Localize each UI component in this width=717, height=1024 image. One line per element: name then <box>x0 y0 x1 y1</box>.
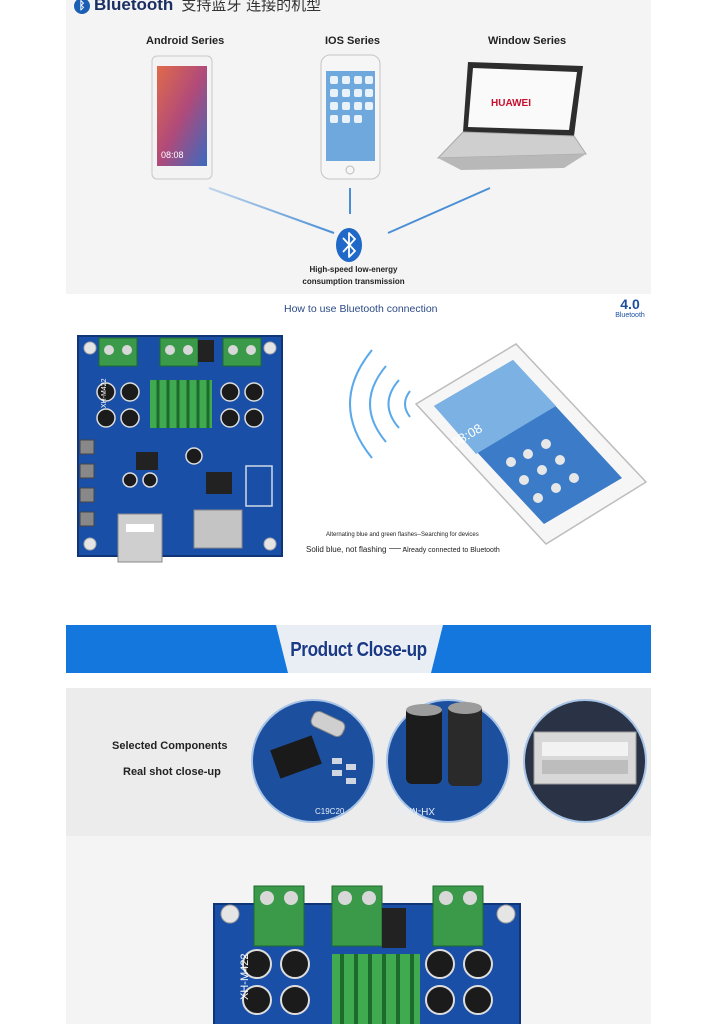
bluetooth-version: 4.0 <box>620 296 640 312</box>
transmission-caption: High-speed low-energy consumption transm… <box>302 265 405 286</box>
devices-illustration: 08:08 HUAWEI <box>151 54 587 262</box>
bluetooth-heading-cn: 支持蓝牙 连接的机型 <box>181 0 322 14</box>
connection-ray-left <box>208 187 335 234</box>
howto-title: How to use Bluetooth connection <box>284 303 438 315</box>
wireless-waves <box>349 349 411 459</box>
iphone-image <box>320 54 381 180</box>
led-note-solid-state: Solid blue, not flashing <box>306 545 387 554</box>
android-screen-time: 08:08 <box>161 150 184 160</box>
chip-closeup-image: C19C20 <box>251 699 375 823</box>
capacitor-silkscreen: XH-M422 <box>392 805 435 816</box>
board-model-label: XH-M422 <box>101 378 108 408</box>
bluetooth-badge-icon: ᛒ <box>74 0 90 14</box>
amplifier-board-large-image: XH-M422 <box>213 885 521 1024</box>
connection-ray-right <box>387 187 491 234</box>
device-label-windows: Window Series <box>488 35 567 47</box>
led-note-solid: Solid blue, not flashing Already connecte… <box>306 545 500 554</box>
howto-section: How to use Bluetooth connection 4.0 Blue… <box>66 294 651 624</box>
closeup-section: Selected Components Real shot close-up C… <box>66 688 651 836</box>
huawei-logo-text: HUAWEI <box>491 98 531 109</box>
led-note-connected: Already connected to Bluetooth <box>402 547 500 554</box>
device-label-android: Android Series <box>146 35 225 47</box>
led-note-searching: Alternating blue and green flashes--Sear… <box>326 532 479 538</box>
bluetooth-version-sub: Bluetooth <box>615 312 645 319</box>
chip-silkscreen: C19C20 <box>315 807 345 816</box>
board-photo-section: XH-M422 <box>66 836 651 1024</box>
closeup-illustration: C19C20 XH-M422 <box>251 699 647 823</box>
closeup-banner: Product Close-up <box>66 625 651 673</box>
supported-devices-section: ᛒ Bluetooth 支持蓝牙 连接的机型 Android Series IOS … <box>66 0 651 294</box>
device-label-ios: IOS Series <box>325 35 381 47</box>
note-divider <box>388 548 401 549</box>
howto-illustration: XH-M422 <box>77 335 648 563</box>
closeup-line-components: Selected Components <box>112 740 228 752</box>
amplifier-board-image: XH-M422 <box>77 335 283 563</box>
android-phone-image: 08:08 <box>151 55 213 180</box>
bluetooth-heading: ᛒ Bluetooth 支持蓝牙 连接的机型 <box>74 0 321 15</box>
board-photo: XH-M422 <box>213 885 521 1024</box>
closeup-line-realshot: Real shot close-up <box>123 766 221 778</box>
board-large-model-label: XH-M422 <box>239 954 251 1000</box>
banner-tab <box>276 625 443 673</box>
capacitor-closeup-image: XH-M422 <box>386 699 510 823</box>
bluetooth-version-badge: 4.0 Bluetooth <box>611 296 649 319</box>
bluetooth-heading-brand: Bluetooth <box>94 0 174 14</box>
usb-closeup-image <box>523 699 647 823</box>
banner-title: Product Close-up <box>290 639 427 661</box>
bluetooth-icon <box>336 228 362 262</box>
smartphone-image: 08:08 <box>414 343 648 545</box>
huawei-laptop-image: HUAWEI <box>436 62 587 170</box>
